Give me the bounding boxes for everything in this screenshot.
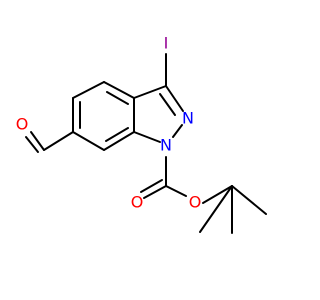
bond-carbonyl-ester-o xyxy=(165,185,187,197)
bond-c3a-c3 xyxy=(133,85,167,99)
bond-c7-c7a-inner xyxy=(105,127,129,142)
molecule-structure: I N N O O O xyxy=(16,34,267,234)
nitrogen-n2-label: N xyxy=(182,109,194,128)
bond-c3-n2 xyxy=(165,85,184,112)
bond-tbu-methyl-3 xyxy=(199,185,233,233)
bond-tbu-methyl-2 xyxy=(231,185,267,215)
bond-cho-o xyxy=(30,131,45,151)
bond-c7-c7a xyxy=(103,131,135,151)
bond-c6-cho xyxy=(43,131,74,151)
iodine-label: I xyxy=(164,34,169,53)
bond-c3a-c4-inner xyxy=(106,91,129,105)
bond-c3a-c4 xyxy=(103,81,135,99)
bond-n1-c7a xyxy=(133,131,161,143)
bond-cho-o-double xyxy=(25,136,39,153)
bond-c3-n2-inner xyxy=(159,93,176,116)
ester-oxygen-label: O xyxy=(189,193,202,212)
aldehyde-oxygen-label: O xyxy=(16,115,29,134)
bond-carbonyl-o xyxy=(143,185,167,199)
bond-n2-n1 xyxy=(172,124,183,138)
carbonyl-oxygen-label: O xyxy=(131,193,144,212)
bond-carbonyl-o-double xyxy=(140,179,163,193)
bond-c4-c5 xyxy=(72,81,105,99)
bond-ester-o-tbu xyxy=(202,185,233,204)
bond-c6-c7 xyxy=(72,131,105,151)
nitrogen-n1-label: N xyxy=(160,136,172,155)
